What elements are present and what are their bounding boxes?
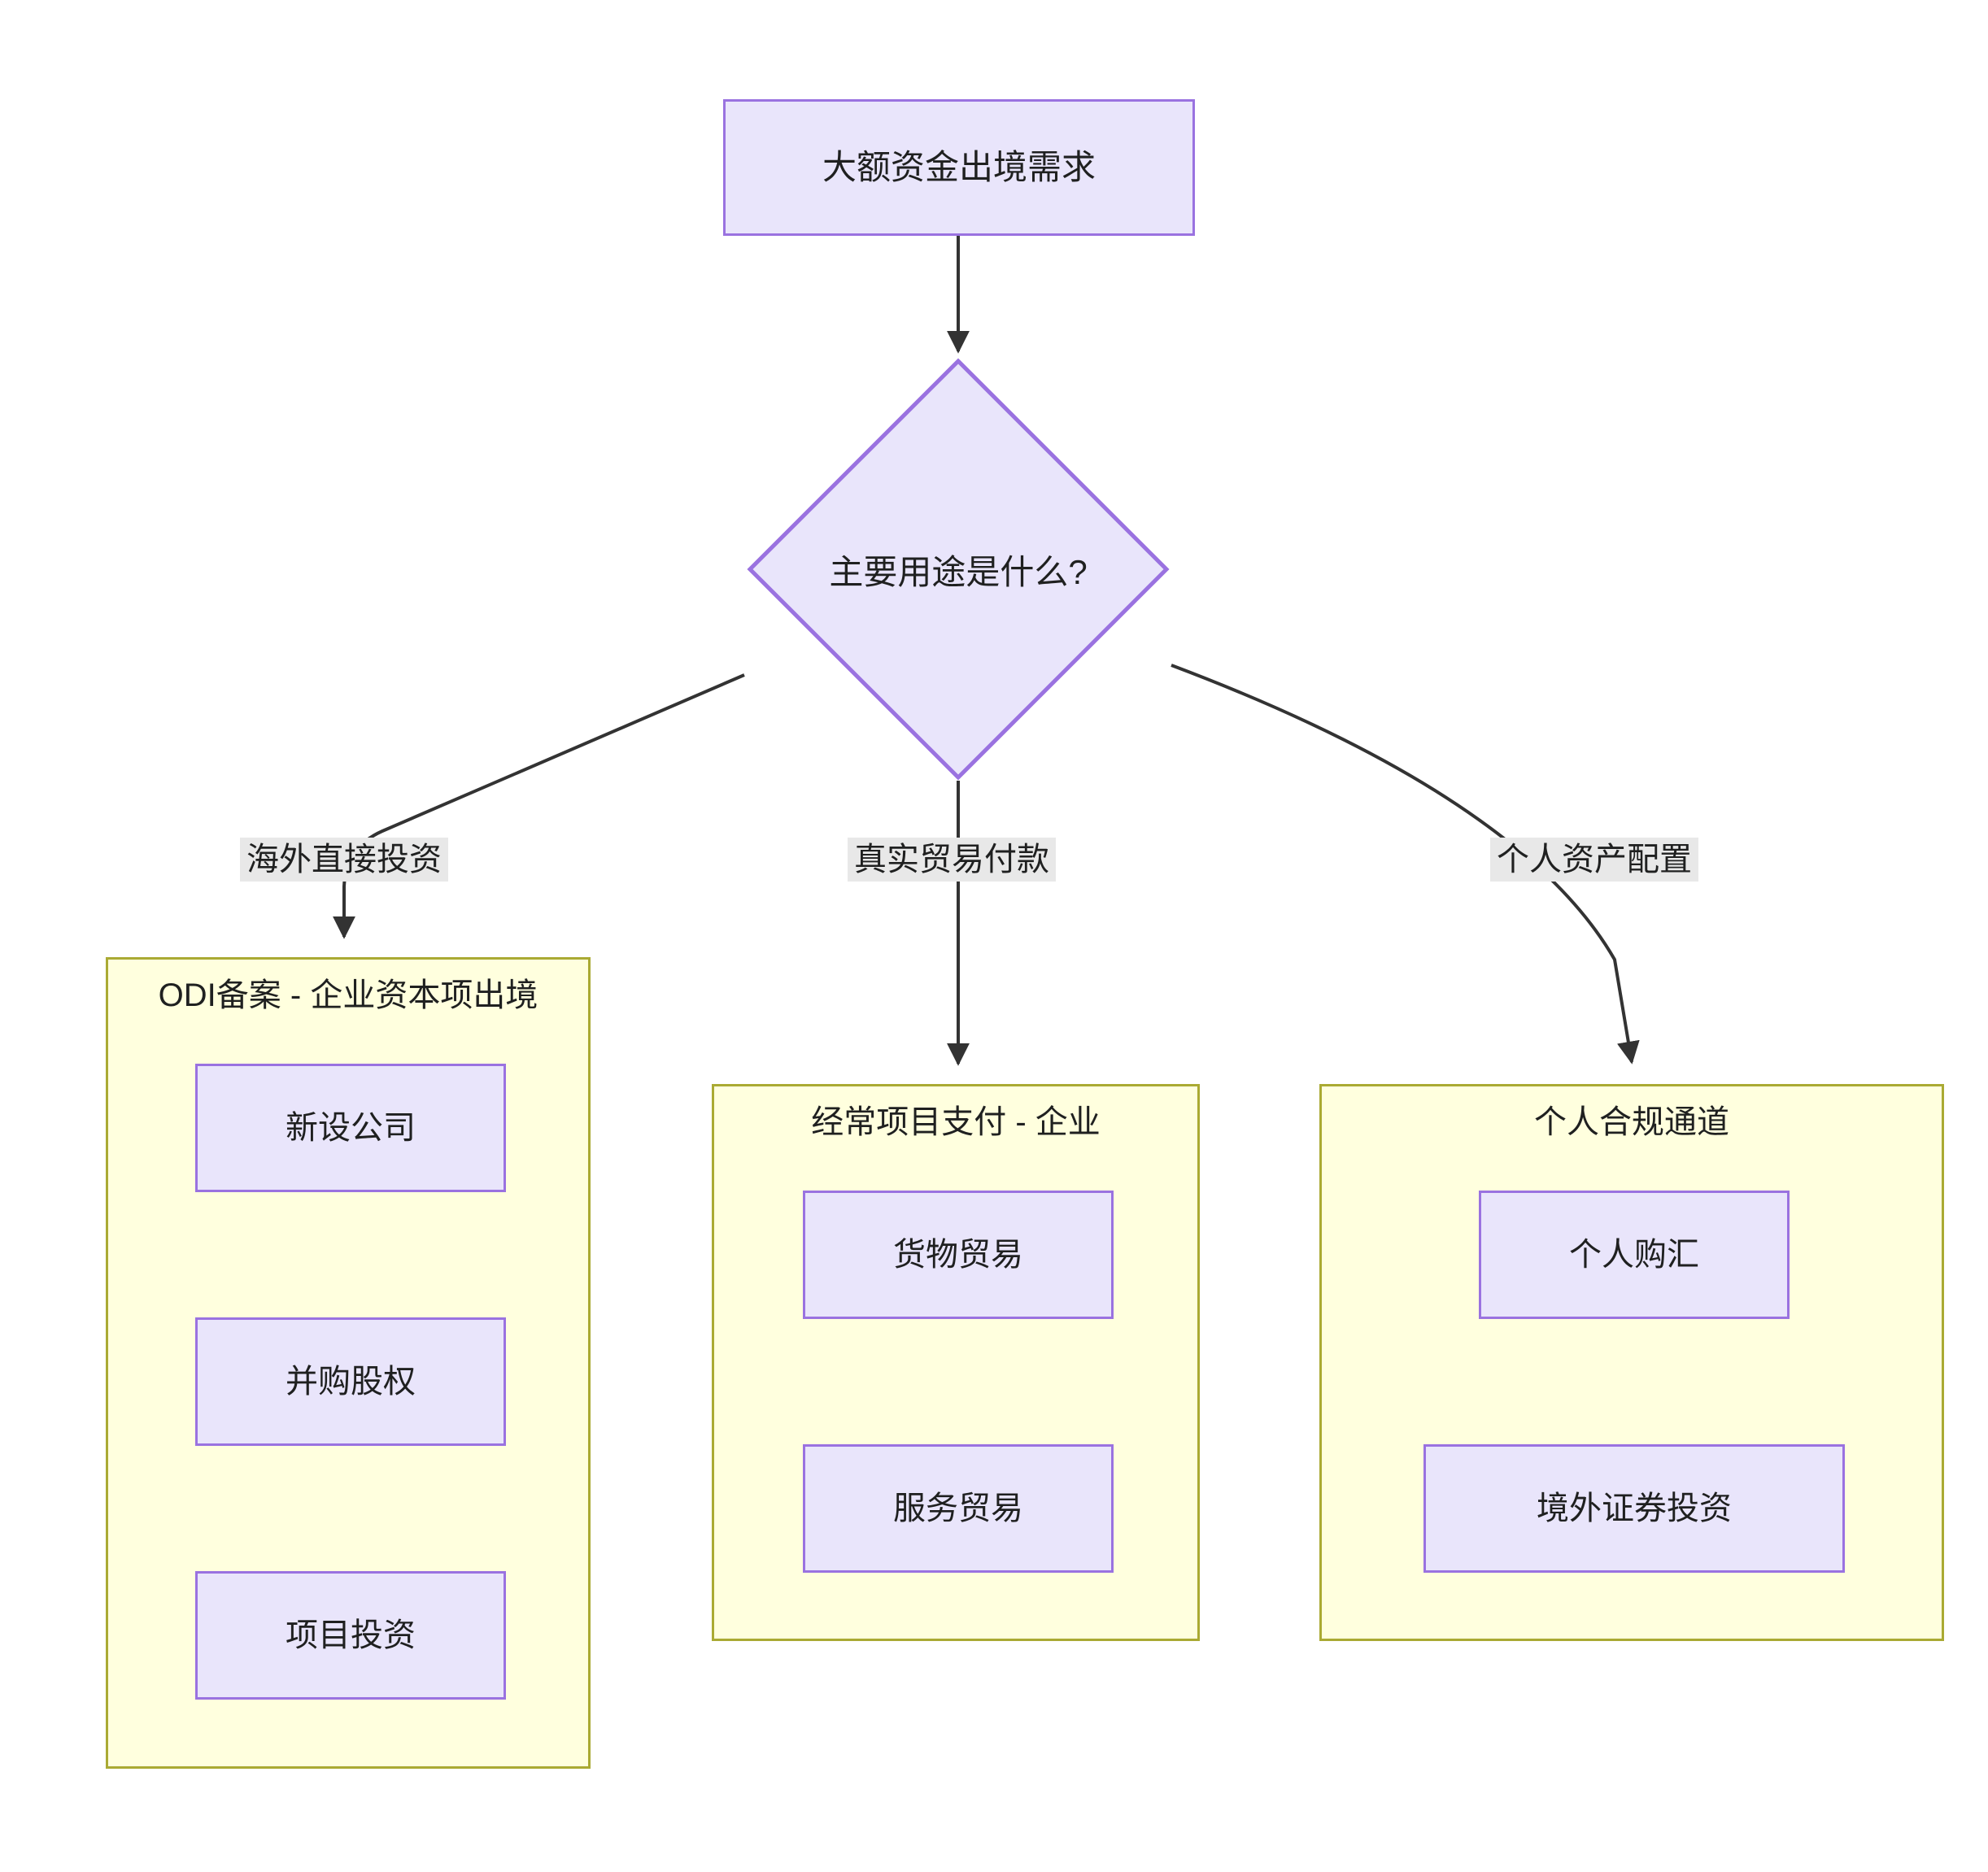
subgraph-current-account-title: 经常项目支付 - 企业: [811, 1104, 1101, 1140]
node-root[interactable]: 大额资金出境需求: [723, 99, 1195, 236]
edge-label-genuine-trade-payment: 真实贸易付款: [848, 838, 1056, 882]
node-odi-new-company[interactable]: 新设公司: [195, 1064, 506, 1192]
subgraph-odi-title: ODI备案 - 企业资本项出境: [158, 977, 538, 1013]
node-personal-fx-purchase[interactable]: 个人购汇: [1479, 1191, 1790, 1319]
node-goods-trade[interactable]: 货物贸易: [803, 1191, 1114, 1319]
node-odi-equity-acquisition[interactable]: 并购股权: [195, 1317, 506, 1446]
node-decision-label: 主要用途是什么?: [829, 552, 1088, 591]
subgraph-personal-channel-title: 个人合规通道: [1534, 1104, 1729, 1140]
node-service-trade[interactable]: 服务贸易: [803, 1444, 1114, 1573]
node-odi-project-investment[interactable]: 项目投资: [195, 1571, 506, 1700]
node-overseas-securities-investment[interactable]: 境外证券投资: [1423, 1444, 1845, 1573]
node-decision[interactable]: 主要用途是什么?: [747, 358, 1170, 781]
subgraph-odi: ODI备案 - 企业资本项出境 新设公司 并购股权 项目投资: [106, 957, 591, 1769]
diamond-shape-icon: [747, 358, 1170, 781]
edge-decision-to-odi: [333, 673, 745, 939]
subgraph-personal-channel: 个人合规通道 个人购汇 境外证券投资: [1319, 1084, 1944, 1641]
subgraph-current-account: 经常项目支付 - 企业 货物贸易 服务贸易: [712, 1084, 1200, 1641]
edge-label-overseas-direct-investment: 海外直接投资: [240, 838, 448, 882]
edge-label-personal-asset-allocation: 个人资产配置: [1490, 838, 1698, 882]
